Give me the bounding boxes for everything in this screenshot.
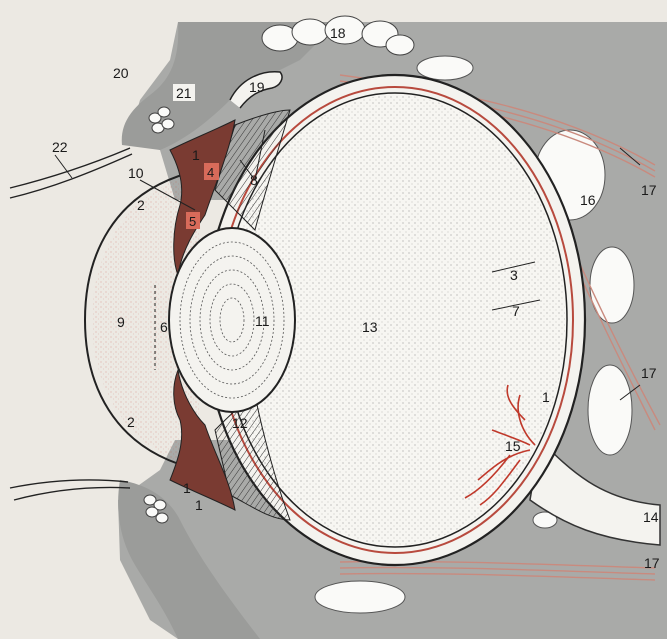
label-15: 15 xyxy=(505,438,521,454)
label-4: 4 xyxy=(207,165,214,180)
label-5: 5 xyxy=(189,214,196,229)
label-7: 7 xyxy=(512,303,520,319)
label-19: 19 xyxy=(249,79,265,95)
label-1-right: 1 xyxy=(542,389,550,405)
label-17-mid: 17 xyxy=(641,365,657,381)
label-1-upper: 1 xyxy=(192,147,200,163)
label-17-top: 17 xyxy=(641,182,657,198)
label-13: 13 xyxy=(362,319,378,335)
label-17-bottom: 17 xyxy=(644,555,660,571)
label-10: 10 xyxy=(128,165,144,181)
label-8: 8 xyxy=(250,172,258,188)
label-11: 11 xyxy=(255,313,270,329)
label-21: 21 xyxy=(176,85,192,101)
label-18: 18 xyxy=(330,25,346,41)
label-22: 22 xyxy=(52,139,68,155)
label-1-lower: 1 xyxy=(183,480,191,496)
label-6: 6 xyxy=(160,319,168,335)
label-20: 20 xyxy=(113,65,129,81)
label-14: 14 xyxy=(643,509,659,525)
label-16: 16 xyxy=(580,192,596,208)
label-2-lower: 2 xyxy=(127,414,135,430)
label-3: 3 xyxy=(510,267,518,283)
label-12: 12 xyxy=(232,415,248,431)
label-1-bottom: 1 xyxy=(195,497,203,513)
label-9: 9 xyxy=(117,314,125,330)
label-2-upper: 2 xyxy=(137,197,145,213)
